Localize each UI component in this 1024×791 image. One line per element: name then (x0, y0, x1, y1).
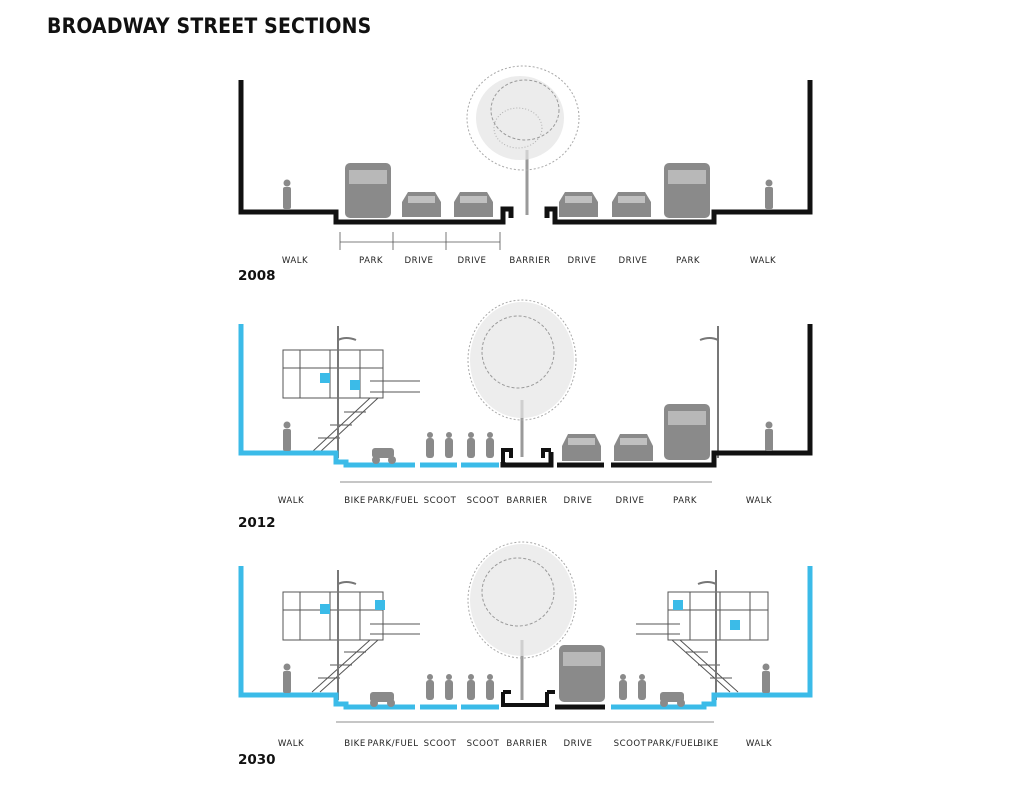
lane-label: DRIVE (404, 256, 434, 266)
scooter-icon (370, 692, 395, 707)
scooter-icon (660, 692, 685, 707)
lane-label: WALK (277, 496, 305, 506)
scooter-icon (486, 432, 494, 458)
car-icon (454, 192, 493, 217)
car-icon (562, 434, 601, 461)
lane-label: PARK (672, 496, 698, 506)
scooter-icon (445, 674, 453, 700)
scooter-icon (445, 432, 453, 458)
scooter-icon (467, 674, 475, 700)
section-2008-drawing (238, 65, 813, 250)
scooter-icon (426, 432, 434, 458)
scooter-icon (426, 674, 434, 700)
lane-label: DRIVE (618, 256, 648, 266)
dimension-line (339, 232, 501, 250)
lane-label: BARRIER (506, 496, 548, 506)
lane-label: PARK (358, 256, 384, 266)
pedestrian-icon (283, 663, 291, 693)
car-icon (612, 192, 651, 217)
tree-icon (467, 299, 577, 457)
truck-icon (664, 404, 710, 460)
street-profile-left (238, 80, 514, 225)
scooter-icon (638, 674, 646, 700)
street-profile-barrier (501, 690, 555, 707)
lamp-post-icon (699, 326, 719, 458)
street-profile-existing (500, 324, 813, 468)
lane-label: BIKE (344, 496, 366, 506)
scooter-icon (619, 674, 627, 700)
tree-icon (467, 541, 577, 700)
parking-structure-icon (282, 349, 420, 453)
car-icon (402, 192, 441, 217)
scooter-icon (486, 674, 494, 700)
parking-structure-icon (636, 591, 769, 693)
car-icon (614, 434, 653, 461)
lane-label: PARK (675, 256, 701, 266)
scooter-icon (372, 448, 396, 464)
parking-structure-icon (282, 591, 420, 693)
lane-label: DRIVE (457, 256, 487, 266)
street-profile-proposed-left (238, 566, 499, 710)
lane-label: WALK (749, 256, 777, 266)
lane-label: DRIVE (563, 739, 593, 749)
lane-label: WALK (277, 739, 305, 749)
lamp-post-icon (337, 326, 357, 458)
tree-icon (466, 65, 580, 215)
lane-label: BIKE (344, 739, 366, 749)
lane-label: WALK (745, 496, 773, 506)
lane-label: PARK/FUEL (367, 739, 419, 749)
pedestrian-icon (765, 421, 773, 451)
street-profile-proposed-right (611, 566, 813, 710)
lane-label: BARRIER (509, 256, 551, 266)
lane-label: WALK (281, 256, 309, 266)
truck-icon (664, 163, 710, 218)
page-title: BROADWAY STREET SECTIONS (47, 14, 372, 38)
lane-label: DRIVE (567, 256, 597, 266)
section-2012-drawing (238, 299, 813, 483)
lane-label: SCOOT (466, 739, 500, 749)
lane-label: DRIVE (615, 496, 645, 506)
lane-label: SCOOT (423, 739, 457, 749)
lane-label: WALK (745, 739, 773, 749)
year-label: 2030 (238, 752, 276, 768)
lane-label: PARK/FUEL (647, 739, 699, 749)
lane-label: SCOOT (613, 739, 647, 749)
pedestrian-icon (283, 179, 291, 209)
pedestrian-icon (765, 179, 773, 209)
lane-label: BIKE (697, 739, 719, 749)
lamp-post-icon (697, 570, 717, 700)
lane-label: PARK/FUEL (367, 496, 419, 506)
street-profile-proposed (238, 324, 499, 468)
lane-label: BARRIER (506, 739, 548, 749)
lamp-post-icon (337, 570, 357, 700)
bus-icon (559, 645, 605, 702)
year-label: 2012 (238, 515, 276, 531)
pedestrian-icon (283, 421, 291, 451)
truck-icon (345, 163, 391, 218)
lane-label: SCOOT (423, 496, 457, 506)
car-icon (559, 192, 598, 217)
street-profile-right (544, 80, 813, 225)
lane-label: SCOOT (466, 496, 500, 506)
scooter-icon (467, 432, 475, 458)
pedestrian-icon (762, 663, 770, 693)
lane-label: DRIVE (563, 496, 593, 506)
year-label: 2008 (238, 268, 276, 284)
